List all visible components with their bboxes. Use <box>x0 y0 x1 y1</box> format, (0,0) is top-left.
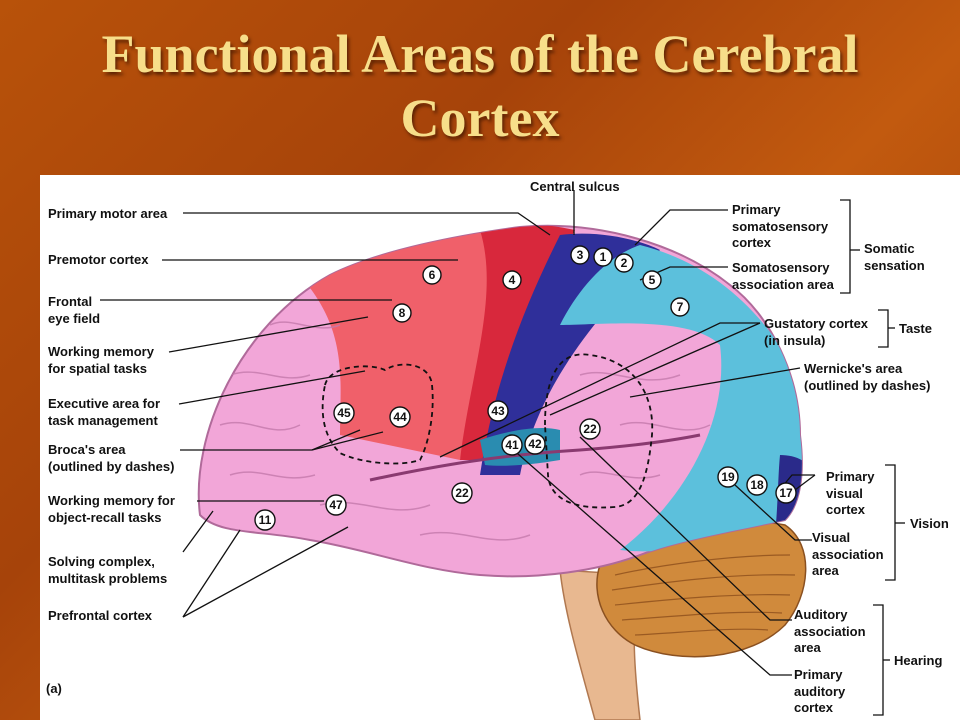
area-marker-17: 17 <box>775 482 797 504</box>
area-marker-22-upper: 22 <box>579 418 601 440</box>
label-auditory-association: Auditory association area <box>794 607 866 655</box>
cerebellum-folia <box>611 554 796 636</box>
label-frontal-eye-field: Frontal eye field <box>48 294 101 326</box>
svg-text:2: 2 <box>621 256 628 270</box>
area-markers: 3 1 2 5 7 6 4 8 45 44 43 41 42 22 22 47 … <box>254 245 797 531</box>
label-executive-area: Executive area for task management <box>48 396 161 428</box>
label-primary-auditory: Primary auditory cortex <box>794 667 846 715</box>
area-marker-41: 41 <box>501 434 523 456</box>
group-vision: Vision <box>910 516 949 531</box>
label-solving-complex: Solving complex, multitask problems <box>48 554 168 586</box>
primary-visual-region <box>775 455 802 535</box>
label-primary-motor-area: Primary motor area <box>48 206 168 221</box>
area-marker-8: 8 <box>392 303 412 323</box>
brain-diagram: 3 1 2 5 7 6 4 8 45 44 43 41 42 22 22 47 … <box>100 190 905 720</box>
label-premotor-cortex: Premotor cortex <box>48 252 149 267</box>
svg-text:1: 1 <box>600 250 607 264</box>
label-primary-somatosensory: Primary somatosensory cortex <box>732 202 829 250</box>
group-taste: Taste <box>899 321 932 336</box>
wernicke-area-outline <box>544 353 654 509</box>
svg-text:44: 44 <box>393 410 407 424</box>
area-marker-43: 43 <box>487 400 509 422</box>
area-marker-42: 42 <box>524 433 546 455</box>
label-working-memory-object: Working memory for object-recall tasks <box>48 493 175 525</box>
area-marker-11: 11 <box>254 509 276 531</box>
somatosensory-association-region <box>560 245 802 552</box>
svg-text:22: 22 <box>455 486 469 500</box>
group-somatic-sensation: Somatic sensation <box>864 241 925 273</box>
gyri-pattern <box>219 321 711 541</box>
label-prefrontal-cortex: Prefrontal cortex <box>48 608 153 623</box>
label-visual-association: Visual association area <box>812 530 884 578</box>
area-marker-22-lower: 22 <box>451 482 473 504</box>
area-marker-5: 5 <box>642 270 662 290</box>
area-marker-45: 45 <box>333 402 355 424</box>
svg-text:22: 22 <box>583 422 597 436</box>
area-marker-7: 7 <box>670 297 690 317</box>
svg-text:19: 19 <box>721 470 735 484</box>
area-marker-1: 1 <box>593 247 613 267</box>
label-wernickes-area: Wernicke's area (outlined by dashes) <box>804 361 931 393</box>
svg-text:42: 42 <box>528 437 542 451</box>
area-marker-6: 6 <box>422 265 442 285</box>
svg-text:11: 11 <box>259 513 272 527</box>
label-brocas-area: Broca's area (outlined by dashes) <box>48 442 175 474</box>
label-primary-visual: Primary visual cortex <box>826 469 875 517</box>
svg-text:17: 17 <box>779 486 793 500</box>
area-marker-47: 47 <box>325 494 347 516</box>
area-marker-2: 2 <box>614 253 634 273</box>
svg-text:43: 43 <box>491 404 505 418</box>
area-marker-19: 19 <box>717 466 739 488</box>
area-marker-18: 18 <box>746 474 768 496</box>
area-marker-4: 4 <box>502 270 522 290</box>
area-marker-3: 3 <box>570 245 590 265</box>
group-brackets <box>840 199 905 716</box>
leader-lines <box>100 190 816 676</box>
label-gustatory-cortex: Gustatory cortex (in insula) <box>764 316 869 348</box>
label-somatosensory-association: Somatosensory association area <box>732 260 834 292</box>
svg-text:47: 47 <box>329 498 343 512</box>
svg-text:4: 4 <box>509 273 516 287</box>
label-working-memory-spatial: Working memory for spatial tasks <box>48 344 154 376</box>
svg-text:3: 3 <box>577 248 584 262</box>
area-marker-44: 44 <box>389 406 411 428</box>
label-central-sulcus: Central sulcus <box>530 179 620 194</box>
broca-area-outline <box>321 363 434 465</box>
svg-text:45: 45 <box>337 406 351 420</box>
svg-text:8: 8 <box>399 306 406 320</box>
svg-text:7: 7 <box>677 300 684 314</box>
premotor-region <box>290 228 540 460</box>
group-hearing: Hearing <box>894 653 943 668</box>
svg-text:41: 41 <box>505 438 519 452</box>
brain-figure-panel: 3 1 2 5 7 6 4 8 45 44 43 41 42 22 22 47 … <box>40 175 960 720</box>
svg-text:5: 5 <box>649 273 656 287</box>
panel-label: (a) <box>46 681 62 696</box>
svg-text:6: 6 <box>429 268 436 282</box>
svg-text:18: 18 <box>750 478 764 492</box>
lateral-sulcus <box>369 433 701 482</box>
